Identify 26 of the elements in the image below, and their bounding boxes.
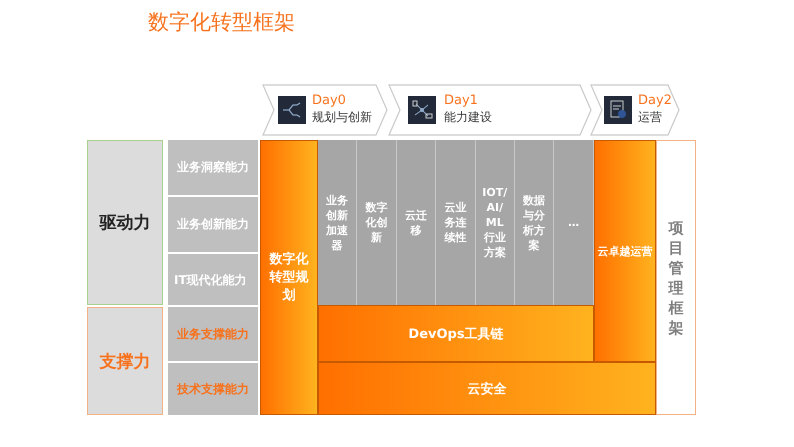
page-title: 数字化转型框架 bbox=[148, 9, 295, 36]
toolchain-bar: DevOps工具链 bbox=[318, 305, 594, 362]
solution-column: 数据与分析方案 bbox=[515, 140, 554, 305]
capability-box: IT现代化能力 bbox=[168, 254, 258, 305]
category-box: 支撑力 bbox=[87, 307, 163, 415]
phase-day: Day0 bbox=[312, 93, 372, 109]
capability-box: 技术支撑能力 bbox=[168, 363, 258, 415]
phase-day: Day1 bbox=[444, 93, 492, 109]
phase-name: 运营 bbox=[638, 109, 663, 125]
solution-column: … bbox=[554, 140, 594, 305]
solution-column: 业务创新加速器 bbox=[318, 140, 358, 305]
capability-box: 业务支撑能力 bbox=[168, 307, 258, 361]
capability-box: 业务洞察能力 bbox=[168, 140, 258, 195]
solution-column: 数字化创新 bbox=[357, 140, 397, 305]
solution-column: 云业务连续性 bbox=[436, 140, 476, 305]
phase-name: 能力建设 bbox=[444, 109, 492, 125]
solution-column: IOT/AI/ML行业方案 bbox=[476, 140, 515, 305]
framework-box: 项目管理框架 bbox=[656, 140, 696, 415]
category-box: 驱动力 bbox=[87, 140, 163, 305]
operations-bar: 云卓越运营 bbox=[594, 140, 656, 362]
phase-name: 规划与创新 bbox=[312, 109, 372, 125]
planning-bar: 数字化转型规划 bbox=[260, 140, 318, 415]
security-bar: 云安全 bbox=[318, 362, 656, 415]
solution-column: 云迁移 bbox=[396, 140, 436, 305]
phase-day: Day2 bbox=[638, 93, 672, 109]
capability-box: 业务创新能力 bbox=[168, 197, 258, 252]
